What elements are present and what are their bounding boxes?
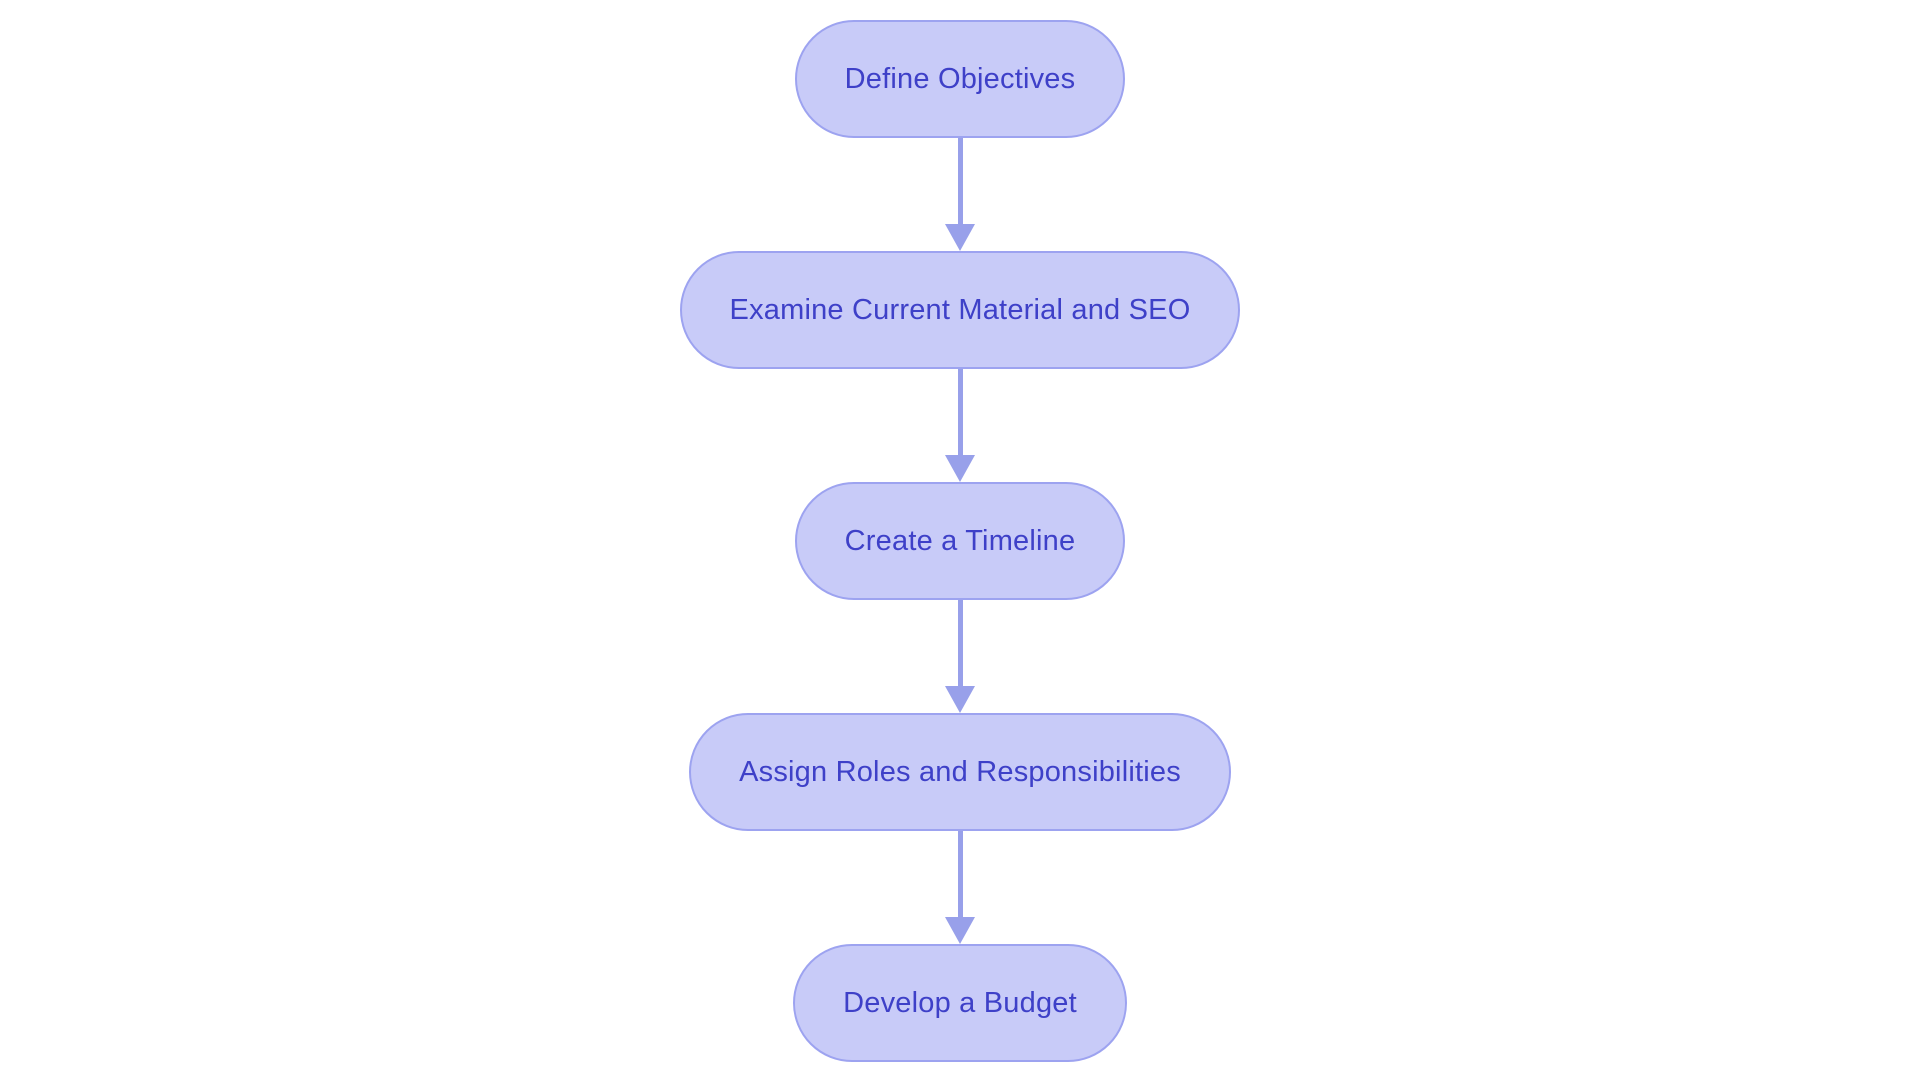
flow-node-label: Develop a Budget xyxy=(843,986,1077,1019)
arrow-shaft xyxy=(957,138,963,224)
flow-node-develop-a-budget: Develop a Budget xyxy=(793,944,1127,1062)
arrow-shaft xyxy=(957,831,963,917)
arrow-head-icon xyxy=(945,917,975,944)
flow-node-create-a-timeline: Create a Timeline xyxy=(794,482,1126,600)
flow-arrow-1 xyxy=(945,138,975,251)
flow-arrow-4 xyxy=(945,831,975,944)
flow-node-assign-roles-and-responsibilities: Assign Roles and Responsibilities xyxy=(689,713,1231,831)
arrow-head-icon xyxy=(945,686,975,713)
flow-arrow-3 xyxy=(945,600,975,713)
arrow-shaft xyxy=(957,600,963,686)
flow-node-label: Assign Roles and Responsibilities xyxy=(739,755,1181,788)
flowchart-column: Define Objectives Examine Current Materi… xyxy=(0,20,1920,1062)
flow-node-examine-current-material-and-seo: Examine Current Material and SEO xyxy=(679,251,1241,369)
arrow-shaft xyxy=(957,369,963,455)
flow-node-define-objectives: Define Objectives xyxy=(794,20,1126,138)
flow-node-label: Examine Current Material and SEO xyxy=(729,293,1191,326)
arrow-head-icon xyxy=(945,224,975,251)
flow-node-label: Create a Timeline xyxy=(844,524,1076,557)
flow-arrow-2 xyxy=(945,369,975,482)
arrow-head-icon xyxy=(945,455,975,482)
flow-node-label: Define Objectives xyxy=(844,62,1076,95)
